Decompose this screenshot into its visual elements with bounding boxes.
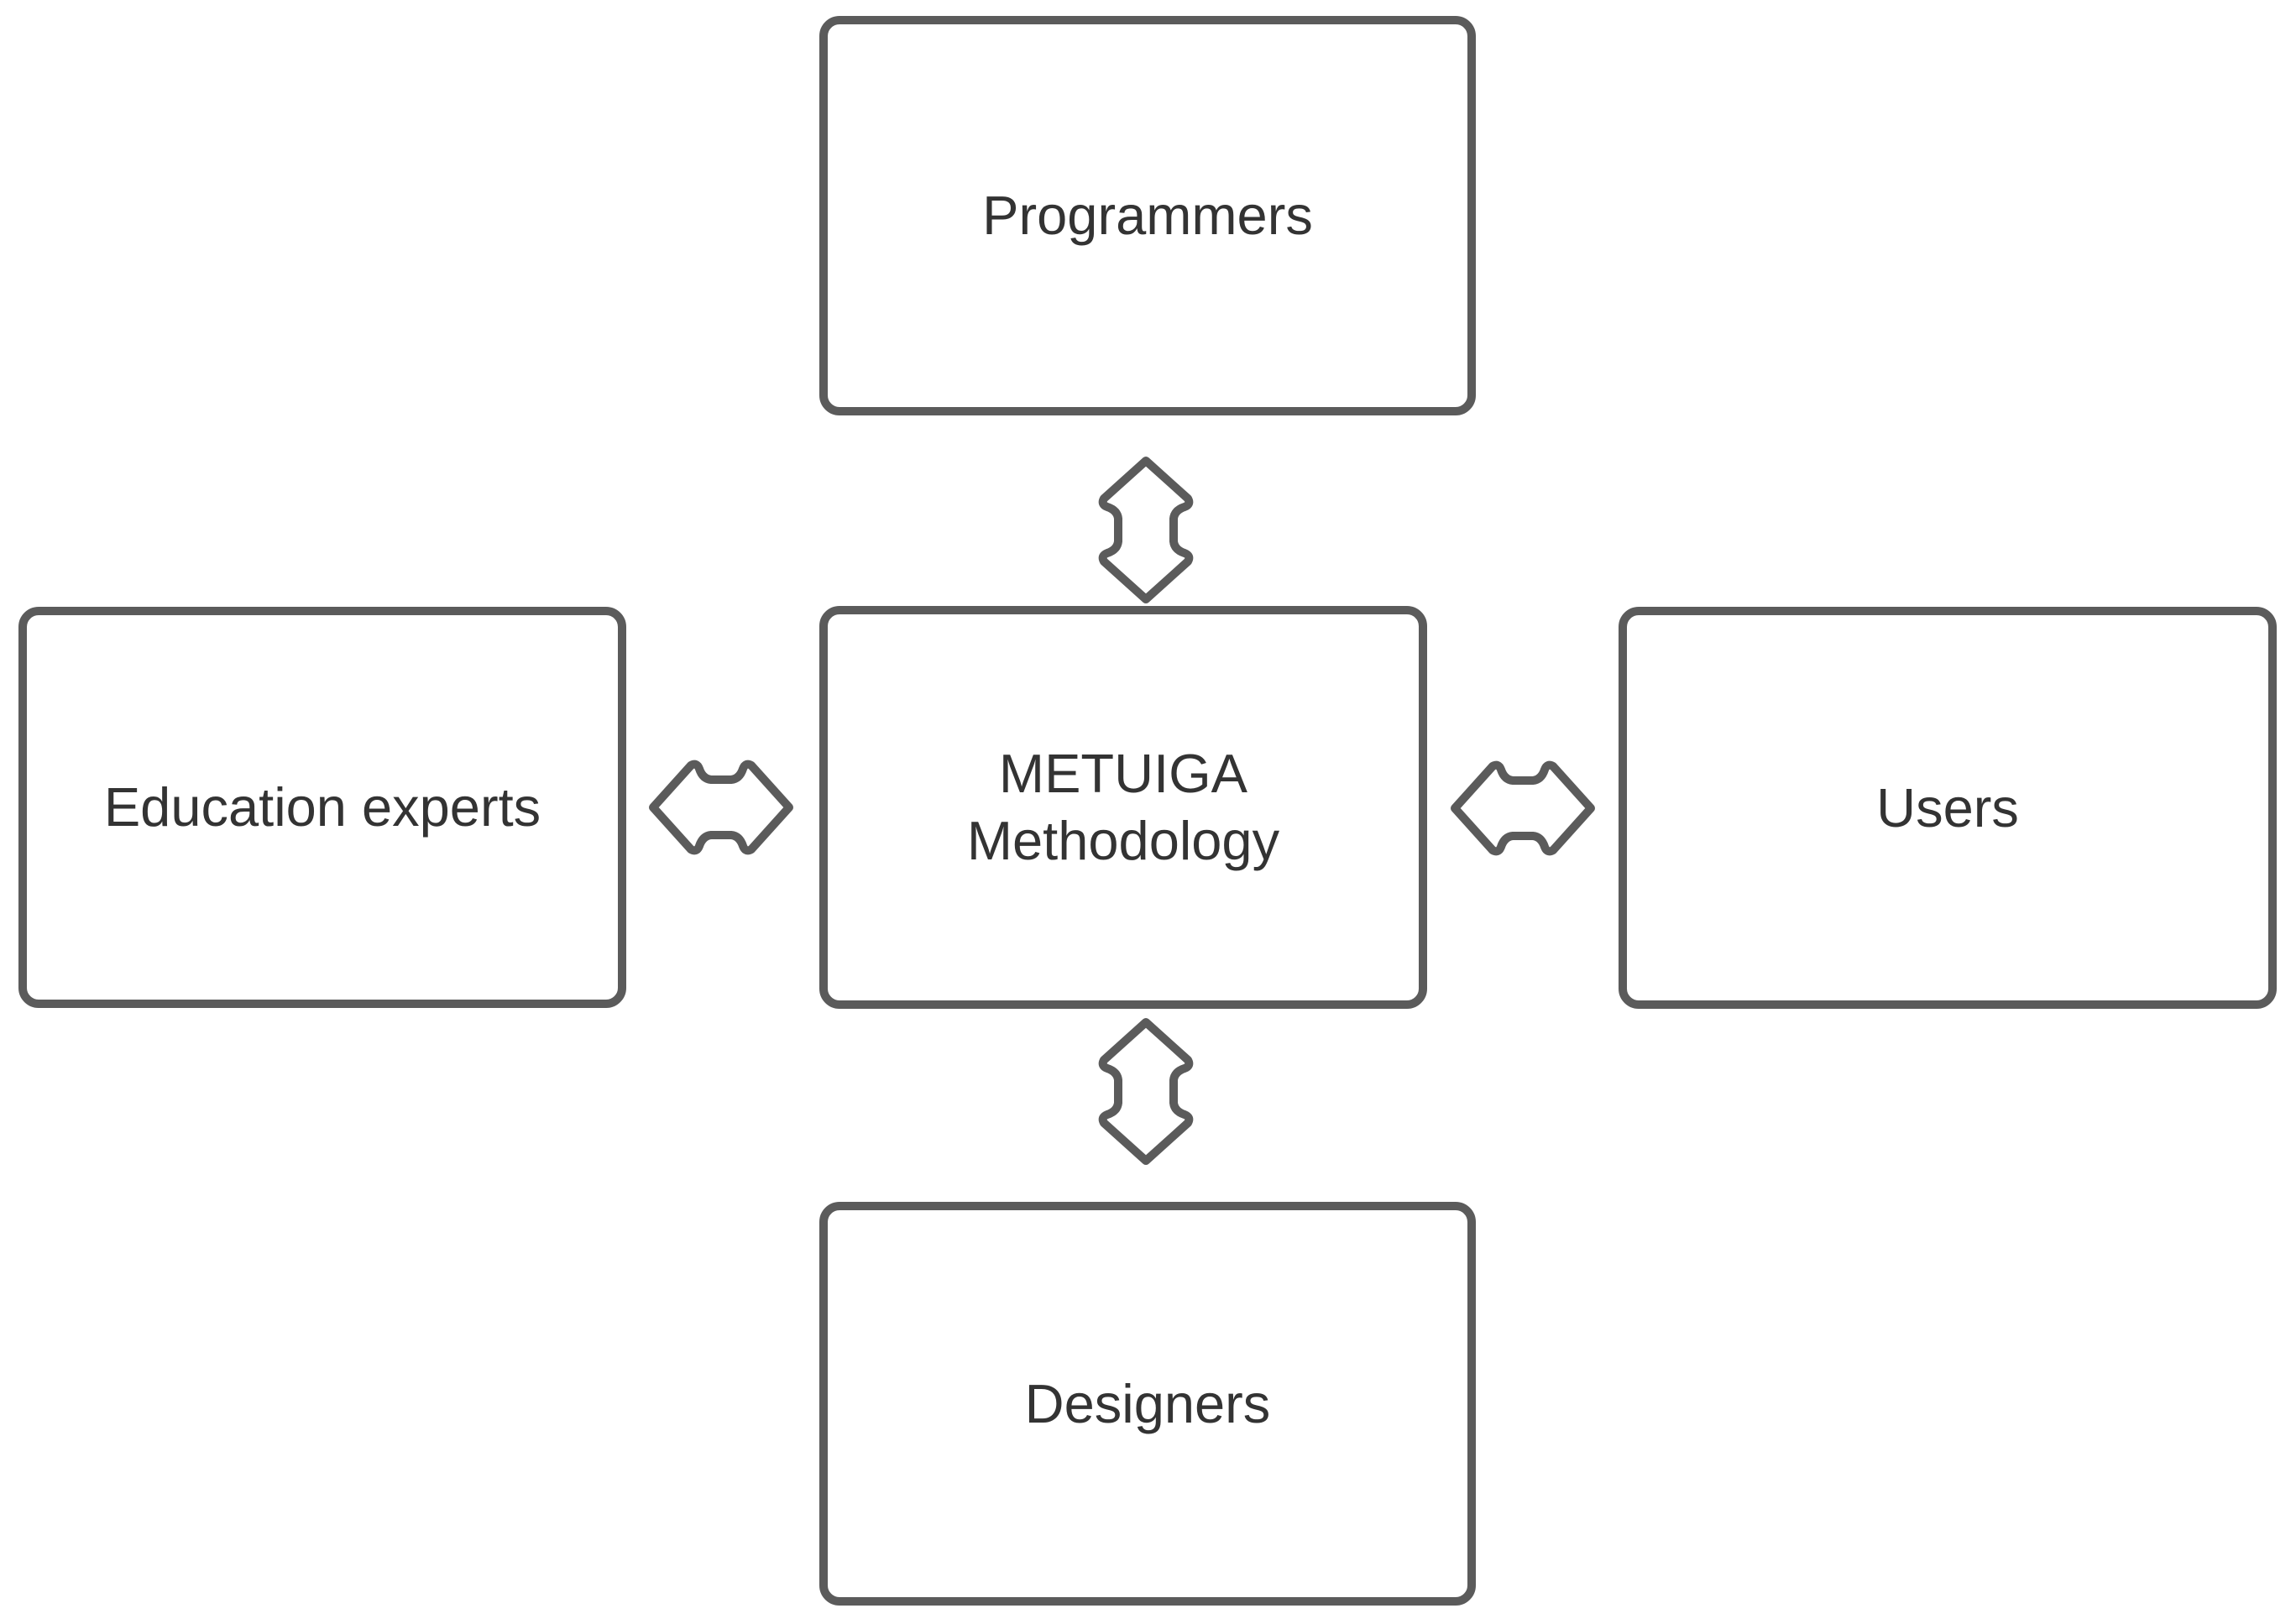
double-arrow-vertical-top-icon xyxy=(1098,457,1194,603)
node-education-experts: Education experts xyxy=(18,607,626,1008)
node-designers: Designers xyxy=(819,1202,1476,1606)
double-arrow-horizontal-left-icon xyxy=(649,760,793,855)
double-arrow-vertical-bottom-icon xyxy=(1098,1018,1194,1165)
node-users-label: Users xyxy=(1876,776,2019,838)
node-users: Users xyxy=(1619,607,2277,1009)
double-arrow-horizontal-right-icon xyxy=(1451,760,1595,856)
node-metuiga-methodology: METUIGA Methodology xyxy=(819,606,1427,1009)
node-education-experts-label: Education experts xyxy=(103,776,541,838)
node-programmers: Programmers xyxy=(819,16,1476,415)
node-programmers-label: Programmers xyxy=(982,185,1313,247)
node-metuiga-methodology-label: METUIGA Methodology xyxy=(966,743,1280,871)
node-designers-label: Designers xyxy=(1024,1372,1271,1434)
